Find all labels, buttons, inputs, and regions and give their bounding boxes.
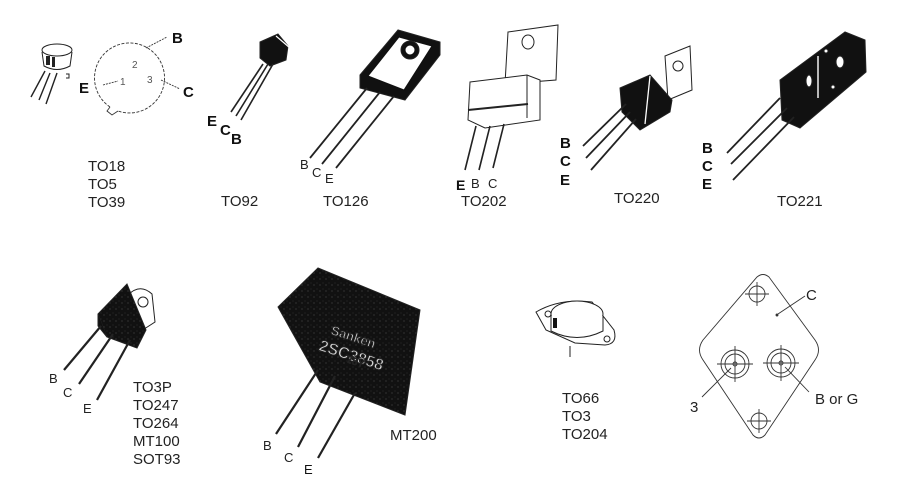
package-name: TO39 [88,194,126,211]
to18-pin-b-label: B [172,30,183,47]
to18-package-names: TO18 TO5 TO39 [88,158,125,212]
to92-pin-c-label: C [220,122,231,139]
package-name: SOT93 [133,451,181,468]
to3p-pin-c-label: C [63,385,73,400]
to220-package-name: TO220 [614,190,660,207]
to18-pin-e-label: E [79,80,90,97]
to92-pin-b-label: B [231,131,242,148]
to126-pin-e-label: E [325,171,334,186]
to3p-drawing [63,283,156,401]
to126-drawing [309,29,441,169]
package-name: TO264 [133,415,179,432]
to202-pin-b-label: B [471,176,480,191]
to126-pin-c-label: C [312,165,322,180]
to202-pin-e-label: E [456,177,466,193]
to220-pin-b-label: B [560,135,571,152]
to3p-pin-e-label: E [83,401,92,416]
to18-can-drawing [30,43,73,105]
to66-drawing [535,300,616,357]
package-name: TO3P [133,379,172,396]
mt200-pin-e-label: E [304,462,313,477]
package-name: TO5 [88,176,117,193]
to3-bottom-view-drawing [699,274,819,439]
to202-drawing [464,24,559,171]
to92-pin-e-label: E [207,113,218,130]
to3-base-gate-label: B or G [815,391,859,408]
to202-package-name: TO202 [461,193,507,210]
to221-pin-c-label: C [702,158,713,175]
mt200-package-name: MT200 [390,427,437,444]
mt200-pin-c-label: C [284,450,294,465]
to18-pin-number-3: 3 [147,75,153,86]
to3p-package-names: TO3P TO247 TO264 MT100 SOT93 [133,379,181,469]
to3-pin3-label: 3 [690,399,699,416]
to221-pin-b-label: B [702,140,713,157]
mt200-pin-b-label: B [263,438,272,453]
to221-drawing [726,31,867,181]
to220-pin-c-label: C [560,153,571,170]
package-name: TO18 [88,158,126,175]
to126-package-name: TO126 [323,193,369,210]
package-name: TO3 [562,408,591,425]
to202-pin-c-label: C [488,176,498,191]
to18-pin-number-2: 2 [132,60,138,71]
package-name: TO66 [562,390,600,407]
to18-pin-c-label: C [183,84,194,101]
to221-package-name: TO221 [777,193,823,210]
to66-package-names: TO66 TO3 TO204 [562,390,608,444]
package-name: MT100 [133,433,180,450]
mt200-drawing: Sanken 2SC3858 78Y [275,267,421,459]
to18-pin-number-1: 1 [120,77,126,88]
to221-pin-e-label: E [702,176,713,193]
to3-case-label: C [806,287,817,304]
to220-drawing [582,45,693,171]
package-name: TO204 [562,426,608,443]
to92-package-name: TO92 [221,193,259,210]
to92-drawing [230,33,291,121]
to220-pin-e-label: E [560,172,571,189]
to18-pinout-diagram [94,36,181,116]
package-name: TO247 [133,397,179,414]
to3p-pin-b-label: B [49,371,58,386]
to126-pin-b-label: B [300,157,309,172]
